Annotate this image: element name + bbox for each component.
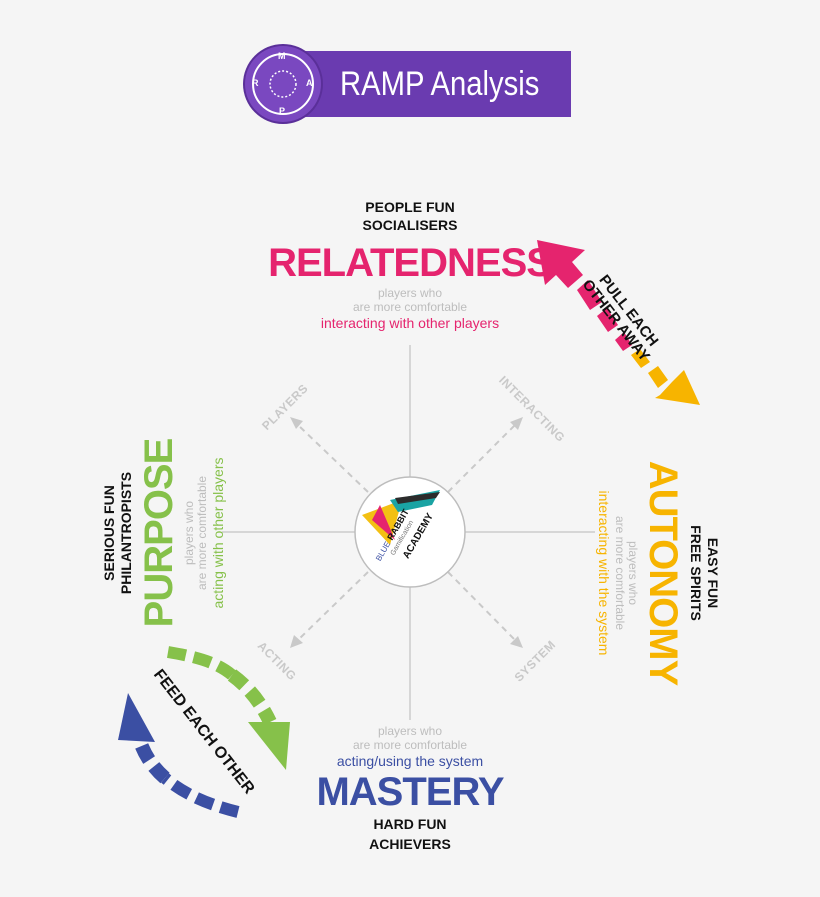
autonomy-player-type: FREE SPIRITS [688,525,704,621]
mastery-title: MASTERY [316,770,504,814]
page-title: RAMP Analysis [340,65,540,103]
mastery-desc-3: acting/using the system [336,753,484,769]
purpose-fun-type: SERIOUS FUN [101,485,117,581]
players-arrowhead [290,417,303,429]
ramp-logo-icon: M A P R [245,46,321,122]
acting-arrow [297,571,369,641]
logo-letter-m: M [278,51,286,61]
relatedness-player-type: SOCIALISERS [362,217,458,233]
acting-arrowhead [290,635,303,648]
purpose-block: SERIOUS FUN PHILANTROPISTS PURPOSE playe… [101,363,231,703]
relatedness-desc-1: players who [377,286,443,300]
relatedness-desc-3: interacting with other players [320,315,500,331]
logo-letter-r: R [252,78,259,88]
rabbit-logo-icon [362,490,440,545]
purpose-desc-3: acting with other players [210,457,226,609]
interacting-arrowhead [510,417,523,430]
interacting-arrow [447,424,516,493]
center-circle [354,476,466,588]
autonomy-block: EASY FUN FREE SPIRITS AUTONOMY players w… [591,403,721,743]
mastery-player-type: ACHIEVERS [369,836,451,852]
relatedness-fun-type: PEOPLE FUN [365,199,455,215]
autonomy-desc-1: players who [626,540,640,606]
mastery-desc-2: are more comfortable [352,738,468,752]
mastery-fun-type: HARD FUN [373,816,447,832]
autonomy-desc-3: interacting with the system [596,490,612,656]
system-arrow [447,571,516,641]
autonomy-fun-type: EASY FUN [705,537,721,609]
relatedness-block: PEOPLE FUN SOCIALISERS RELATEDNESS playe… [260,198,560,332]
purpose-player-type: PHILANTROPISTS [118,471,134,595]
players-arrow [297,424,369,493]
mastery-desc-1: players who [377,724,443,738]
autonomy-title: AUTONOMY [641,460,685,686]
logo-letter-p: P [279,106,286,116]
purpose-title: PURPOSE [137,438,181,628]
autonomy-desc-2: are more comfortable [613,515,627,631]
system-arrowhead [510,636,523,648]
pull-each-other-away-arrow [537,240,700,405]
mastery-block: players who are more comfortable acting/… [260,724,560,854]
feed-each-other-arrow [118,646,290,818]
relatedness-title: RELATEDNESS [268,241,553,285]
logo-letter-a: A [306,78,313,88]
relatedness-desc-2: are more comfortable [352,300,468,314]
purpose-desc-2: are more comfortable [195,475,209,591]
